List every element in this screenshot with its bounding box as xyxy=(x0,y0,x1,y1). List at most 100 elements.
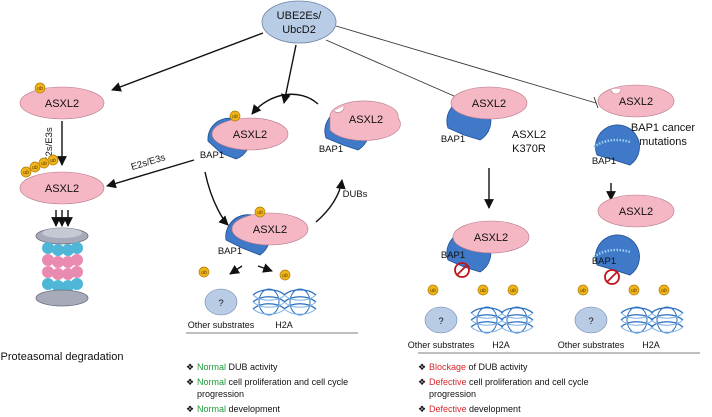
svg-text:BAP1: BAP1 xyxy=(441,134,465,145)
ub-icon xyxy=(577,284,589,296)
defective-bullet-icon: ❖ xyxy=(418,362,426,372)
other-substrates-label-k370r: Other substrates xyxy=(408,340,475,350)
other-substrate-cancer: ? xyxy=(574,306,608,334)
proteasomal-degradation-label: Proteasomal degradation xyxy=(1,351,124,363)
normal-bullet-icon: ❖ xyxy=(186,377,194,387)
arrow-cycle-down xyxy=(204,171,229,226)
svg-text:ASXL2: ASXL2 xyxy=(619,206,653,218)
svg-text:?: ? xyxy=(588,316,593,327)
svg-text:BAP1: BAP1 xyxy=(319,144,343,155)
other-substrate-k370r: ? xyxy=(424,306,458,334)
cancer-mutations-label-line1: BAP1 cancer xyxy=(631,122,696,134)
defective-outcomes-list: ❖ Blockage of DUB activity ❖ Defective c… xyxy=(418,362,589,414)
svg-text:BAP1: BAP1 xyxy=(441,250,465,261)
ub-icon xyxy=(477,284,489,296)
svg-text:Defective development: Defective development xyxy=(429,404,521,414)
svg-text:Normal development: Normal development xyxy=(197,404,281,414)
normal-bullet-icon: ❖ xyxy=(186,404,194,414)
complex-center-top: BAP1 ASXL2 xyxy=(200,117,289,161)
svg-text:Blockage of DUB activity: Blockage of DUB activity xyxy=(429,362,528,372)
complex-k370r-top: BAP1 ASXL2 xyxy=(441,86,528,145)
nucleosome-icon xyxy=(252,288,286,316)
e2s-e3s-label: E2s/E3s xyxy=(44,127,55,163)
svg-text:progression: progression xyxy=(429,389,476,399)
svg-text:ASXL2: ASXL2 xyxy=(474,232,508,244)
complex-center-bottom: BAP1 ASXL2 xyxy=(218,212,309,257)
svg-text:ASXL2: ASXL2 xyxy=(45,98,79,110)
ub-icon xyxy=(229,110,241,122)
nucleosome-icon xyxy=(620,306,654,334)
nucleosome-icon xyxy=(650,306,684,334)
svg-text:ASXL2: ASXL2 xyxy=(45,183,79,195)
defective-bullet-icon: ❖ xyxy=(418,377,426,387)
asxl2-polyubiquitinated: ASXL2 xyxy=(19,171,105,205)
dubs-label: DUBs xyxy=(343,189,368,200)
ub-icon xyxy=(47,154,59,166)
arrow-top-to-left xyxy=(111,32,264,92)
ube2es-label-line2: UbcD2 xyxy=(282,24,316,36)
ub-icon xyxy=(34,82,46,94)
svg-text:ASXL2: ASXL2 xyxy=(349,114,383,126)
svg-text:ASXL2: ASXL2 xyxy=(233,129,267,141)
nucleosome-icon xyxy=(283,288,317,316)
arrow-top-to-center xyxy=(280,44,297,104)
svg-text:progression: progression xyxy=(197,389,244,399)
h2a-label-k370r: H2A xyxy=(492,340,510,350)
svg-text:BAP1: BAP1 xyxy=(592,156,616,167)
arrow-cycle-up xyxy=(315,179,346,223)
arrow-cycle-left xyxy=(251,93,319,115)
ub-icon xyxy=(29,161,41,173)
ub-icon xyxy=(254,206,266,218)
other-substrate-center: ? xyxy=(204,288,238,316)
ub-icon xyxy=(20,166,32,178)
arrow-center-to-left xyxy=(106,159,195,189)
ube2es-label-line1: UBE2Es/ xyxy=(277,10,323,22)
nucleosome-icon xyxy=(500,306,534,334)
svg-text:BAP1: BAP1 xyxy=(218,246,242,257)
svg-text:ASXL2: ASXL2 xyxy=(619,96,653,108)
arrow-release-left xyxy=(229,265,243,275)
svg-text:BAP1: BAP1 xyxy=(200,150,224,161)
complex-k370r-bottom: BAP1 ASXL2 xyxy=(441,220,530,278)
svg-text:?: ? xyxy=(218,298,223,309)
h2a-label-cancer: H2A xyxy=(642,340,660,350)
asxl2-cancer-middle: ASXL2 xyxy=(597,194,675,228)
complex-center-right: BAP1 ASXL2 xyxy=(319,100,401,155)
defective-bullet-icon: ❖ xyxy=(418,404,426,414)
ub-icon xyxy=(427,284,439,296)
nucleosome-icon xyxy=(470,306,504,334)
k370r-label-line1: ASXL2 xyxy=(512,129,546,141)
asxl2-cancer-top: ASXL2 xyxy=(597,84,675,118)
bap1-cancer-inactive: BAP1 xyxy=(592,234,640,285)
k370r-label-line2: K370R xyxy=(512,143,546,155)
bap1-cancer-mutant: BAP1 xyxy=(592,124,640,167)
svg-text:?: ? xyxy=(438,316,443,327)
svg-text:Defective cell proliferation a: Defective cell proliferation and cell cy… xyxy=(429,377,589,387)
triple-arrows xyxy=(51,210,73,227)
ub-icon xyxy=(38,157,50,169)
ub-icon xyxy=(658,284,670,296)
ub-icon xyxy=(198,266,210,278)
other-substrates-label-cancer: Other substrates xyxy=(558,340,625,350)
svg-text:BAP1: BAP1 xyxy=(592,256,616,267)
svg-text:Normal DUB activity: Normal DUB activity xyxy=(197,362,278,372)
svg-text:ASXL2: ASXL2 xyxy=(472,98,506,110)
ub-icon xyxy=(628,284,640,296)
normal-outcomes-list: ❖ Normal DUB activity ❖ Normal cell prol… xyxy=(186,362,348,414)
normal-bullet-icon: ❖ xyxy=(186,362,194,372)
other-substrates-label: Other substrates xyxy=(188,320,255,330)
proteasome-icon xyxy=(35,227,89,307)
ub-icon xyxy=(279,269,291,281)
svg-text:ASXL2: ASXL2 xyxy=(253,224,287,236)
cancer-mutations-label-line2: mutations xyxy=(639,136,687,148)
asxl2-left-top: ASXL2 xyxy=(19,86,105,120)
h2a-label: H2A xyxy=(275,320,293,330)
inhibit-bar-2 xyxy=(593,96,599,109)
ube2es-node: UBE2Es/ UbcD2 xyxy=(261,0,337,44)
ub-icon xyxy=(507,284,519,296)
inhibit-line-1 xyxy=(325,39,471,104)
arrow-release-right xyxy=(257,263,273,273)
inhibit-line-2 xyxy=(335,25,597,104)
